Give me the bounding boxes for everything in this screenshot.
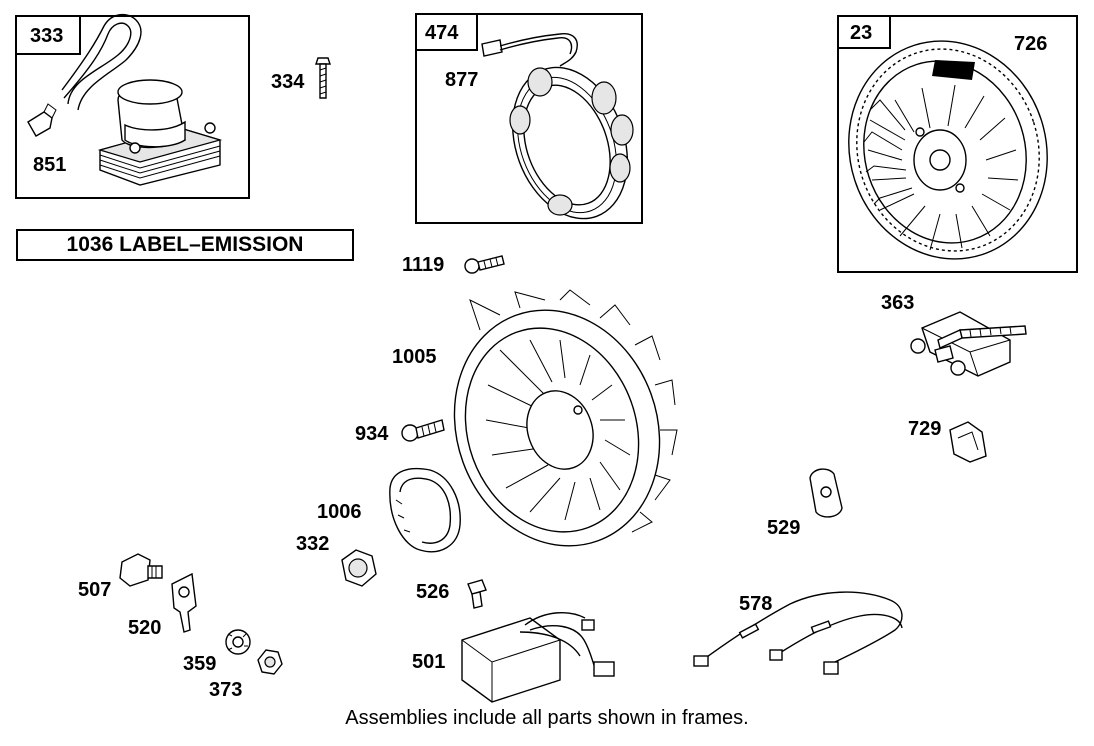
part-label-526: 526 xyxy=(416,581,450,603)
part-label-359: 359 xyxy=(183,653,217,675)
part-label-363: 363 xyxy=(881,292,915,314)
bracket-520-drawing xyxy=(171,572,197,633)
part-label-851: 851 xyxy=(33,154,67,176)
part-label-373: 373 xyxy=(209,679,243,701)
nut-332-drawing xyxy=(341,549,377,587)
part-label-1119: 1119 xyxy=(402,254,445,276)
part-label-507: 507 xyxy=(78,579,112,601)
screen-1006-drawing xyxy=(389,467,461,553)
part-label-578: 578 xyxy=(739,593,773,615)
ignition-coil-drawing xyxy=(27,13,223,186)
part-label-332: 332 xyxy=(296,533,330,555)
part-label-1006: 1006 xyxy=(317,501,362,523)
harness-578-drawing xyxy=(693,591,903,675)
screw-934-drawing xyxy=(401,419,445,442)
part-label-877: 877 xyxy=(445,69,479,91)
part-label-934: 934 xyxy=(355,423,389,445)
frame-474-label: 474 xyxy=(425,22,459,44)
emission-label: 1036 LABEL–EMISSION xyxy=(16,229,354,261)
part-label-729: 729 xyxy=(908,418,942,440)
frame-23-tag xyxy=(837,15,891,49)
part-label-529: 529 xyxy=(767,517,801,539)
part-label-334: 334 xyxy=(271,71,305,93)
frame-333-tag xyxy=(15,15,81,55)
flywheel-drawing xyxy=(848,40,1048,260)
nut-373-drawing xyxy=(257,649,283,675)
part-label-501: 501 xyxy=(412,651,446,673)
footer-note: Assemblies include all parts shown in fr… xyxy=(345,707,749,729)
terminal-507-drawing xyxy=(119,553,163,587)
frame-23-label: 23 xyxy=(850,22,873,44)
screw-526-drawing xyxy=(467,579,487,609)
part-label-520: 520 xyxy=(128,617,162,639)
grommet-529-drawing xyxy=(809,468,843,518)
part-label-1005: 1005 xyxy=(392,346,437,368)
regulator-501-drawing xyxy=(461,611,615,703)
clip-729-drawing xyxy=(949,421,987,463)
bolt-334-drawing xyxy=(315,57,331,99)
fan-1005-drawing xyxy=(453,289,678,547)
armature-363-drawing xyxy=(910,311,1027,377)
alternator-stator-drawing xyxy=(481,33,634,220)
frame-333-label: 333 xyxy=(30,25,64,47)
frame-474-tag xyxy=(415,13,478,51)
lockwasher-359-drawing xyxy=(225,629,251,655)
screw-1119-drawing xyxy=(464,255,505,274)
part-label-726: 726 xyxy=(1014,33,1048,55)
